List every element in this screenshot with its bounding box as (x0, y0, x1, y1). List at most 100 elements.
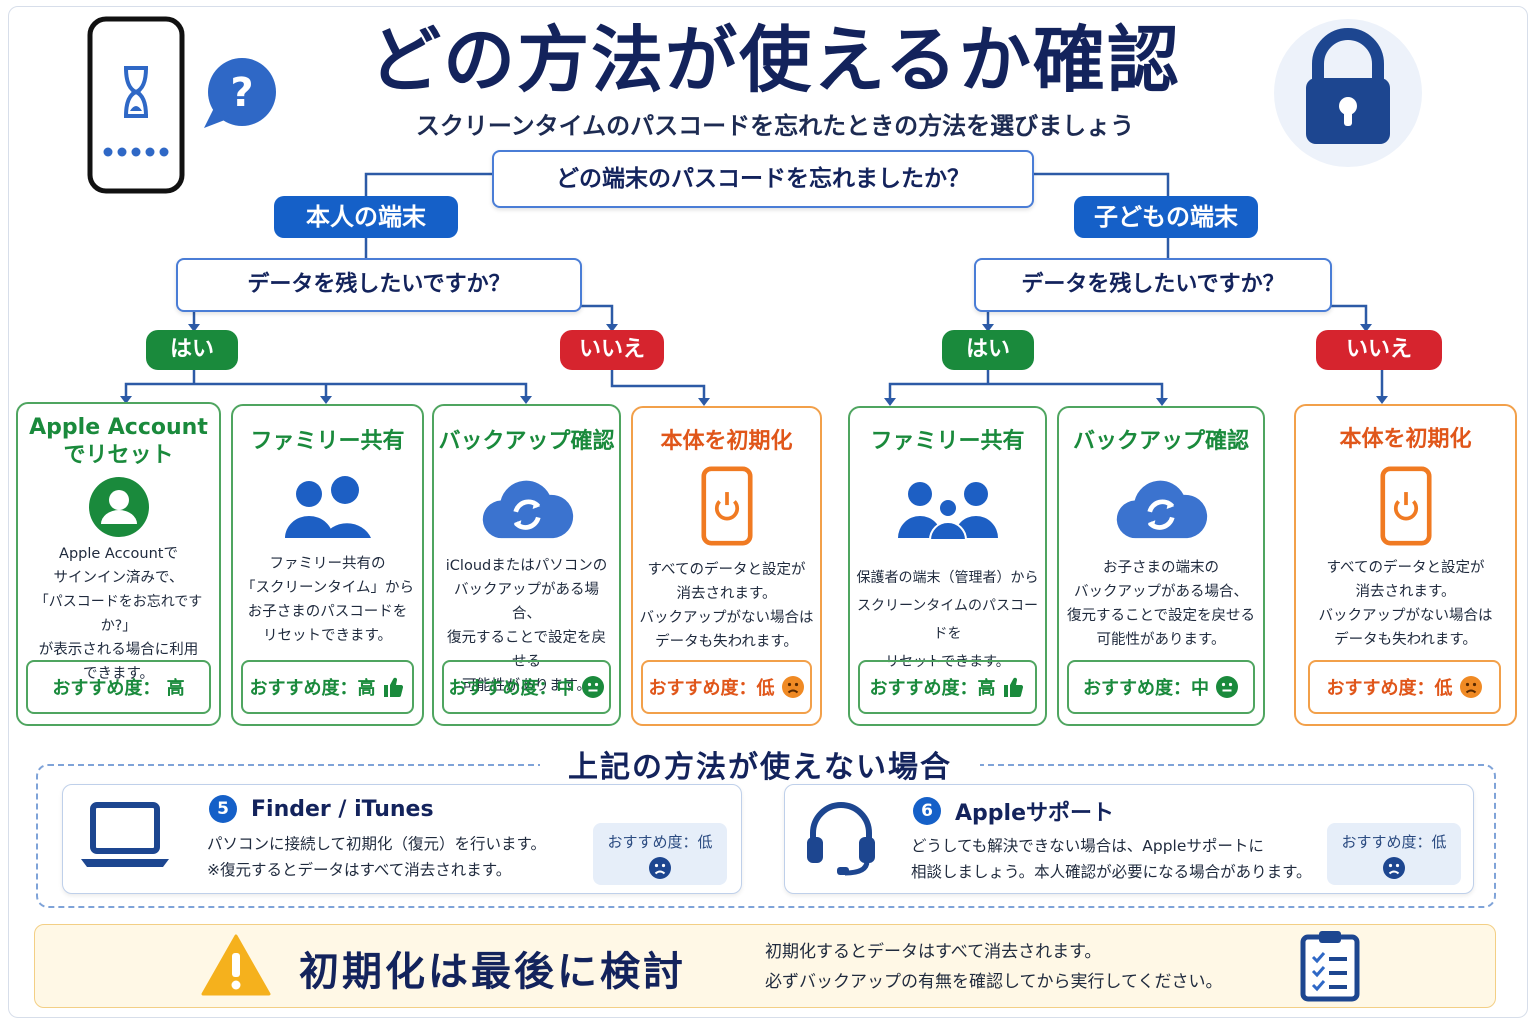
recommendation-text: おすすめ度：低 (648, 678, 775, 699)
method-card-backup[interactable]: バックアップ確認 iCloudまたはパソコンの バックアップがある場合、 復元す… (432, 404, 621, 726)
child-data-question: データを残したいですか？ (974, 258, 1332, 312)
recommendation-text: おすすめ度：中 (448, 678, 575, 699)
family-icon (233, 476, 422, 540)
card-desc-line: データも失われます。 (1334, 632, 1477, 648)
step-number-badge: 6 (913, 797, 941, 825)
family-three-icon (850, 478, 1045, 540)
flowchart-connectors (120, 172, 1388, 406)
card-desc-line: リセットできます。 (262, 628, 393, 644)
fallback-item-title: Finder / iTunes (251, 796, 434, 822)
recommendation-badge: おすすめ度：高 (241, 660, 414, 714)
page-title: どの方法が使えるか確認 (369, 18, 1181, 102)
step-number-badge: 5 (209, 795, 237, 823)
warning-desc-line: 必ずバックアップの有無を確認してから実行してください。 (765, 972, 1223, 992)
card-desc-line: 「パスコードをお忘れですか?」 (34, 594, 203, 634)
recommendation-badge: おすすめ度：低 (641, 660, 812, 714)
method-card-factory-reset[interactable]: 本体を初期化 すべてのデータと設定が 消去されます。 バックアップがない場合は … (631, 406, 822, 726)
self-no-pill: いいえ (560, 330, 664, 370)
warning-banner: 初期化は最後に検討 初期化するとデータはすべて消去されます。 必ずバックアップの… (34, 924, 1496, 1008)
card-desc-line: ファミリー共有の (269, 556, 386, 572)
fallback-item-desc-line: ※復元するとデータはすべて消去されます。 (207, 861, 512, 879)
method-card-factory-reset-child[interactable]: 本体を初期化 すべてのデータと設定が 消去されます。 バックアップがない場合は … (1294, 404, 1517, 726)
recommendation-badge: おすすめ度： 高 (26, 660, 211, 714)
card-desc-line: お子さまのパスコードを (247, 604, 408, 620)
self-yes-pill: はい (146, 330, 238, 370)
svg-text:?: ? (230, 70, 253, 116)
card-desc-line: Apple Accountで (59, 546, 178, 562)
fallback-item-desc-line: どうしても解決できない場合は、Appleサポートに (911, 837, 1264, 855)
card-desc-line: サインイン済みで、 (53, 570, 184, 586)
recommendation-text: おすすめ度： 高 (52, 678, 185, 699)
recommendation-badge: おすすめ度：中 (1067, 660, 1255, 714)
card-desc-line: すべてのデータと設定が (647, 562, 806, 578)
thumbs-up-icon (382, 675, 406, 699)
method-card-backup-child[interactable]: バックアップ確認 お子さまの端末の バックアップがある場合、 復元することで設定… (1057, 406, 1265, 726)
child-yes-pill: はい (942, 330, 1034, 370)
lock-icon (1272, 18, 1424, 172)
self-data-question: データを残したいですか？ (176, 258, 582, 312)
headset-icon (803, 797, 879, 881)
person-icon (18, 476, 219, 538)
card-desc-line: リセットできます。 (885, 654, 1010, 670)
card-desc-line: 可能性があります。 (461, 678, 592, 694)
recommendation-badge: おすすめ度：低 (1308, 660, 1501, 714)
card-desc-line: バックアップがない場合は (1318, 608, 1493, 624)
checklist-icon (1297, 929, 1363, 1007)
card-title-line: でリセット (63, 443, 174, 468)
fallback-title: 上記の方法が使えない場合 (540, 742, 980, 786)
warning-desc-line: 初期化するとデータはすべて消去されます。 (765, 942, 1102, 962)
card-title-line: Apple Account (29, 415, 208, 440)
warning-title: 初期化は最後に検討 (299, 949, 686, 995)
branch-child-label: 子どもの端末 (1074, 196, 1258, 238)
sad-face-icon (781, 675, 805, 699)
sad-face-icon (648, 856, 672, 880)
recommendation-text: おすすめ度：中 (1083, 678, 1209, 699)
recommendation-badge: おすすめ度：中 (442, 660, 611, 714)
card-desc-line: iCloudまたはパソコンの (445, 558, 608, 574)
card-desc-line: できます。 (82, 666, 155, 682)
recommendation-text: おすすめ度：低 (1326, 678, 1453, 699)
card-desc-line: バックアップがある場合、 (454, 582, 599, 622)
cloud-sync-icon (1059, 476, 1263, 542)
fallback-recommendation: おすすめ度：低 (593, 823, 727, 885)
card-title-line: バックアップ確認 (1072, 429, 1249, 454)
neutral-face-icon (581, 675, 605, 699)
fallback-item-title: Appleサポート (955, 801, 1114, 826)
recommendation-text: おすすめ度：高 (869, 678, 996, 699)
card-desc-line: 復元することで設定を戻せる (446, 630, 607, 670)
card-desc-line: バックアップがない場合は (639, 610, 814, 626)
card-desc-line: 可能性があります。 (1096, 632, 1226, 648)
fallback-recommendation-text: おすすめ度：低 (1341, 833, 1447, 851)
card-title-line: 本体を初期化 (660, 429, 793, 454)
fallback-item-desc-line: 相談しましょう。本人確認が必要になる場合があります。 (911, 863, 1312, 881)
fallback-card-finder[interactable]: 5 Finder / iTunes パソコンに接続して初期化（復元）を行います。… (62, 784, 742, 894)
card-desc-line: バックアップがある場合、 (1074, 584, 1248, 600)
warning-triangle-icon (201, 933, 271, 1001)
thumbs-up-icon (1002, 675, 1026, 699)
card-desc-line: すべてのデータと設定が (1326, 560, 1485, 576)
branch-self-label: 本人の端末 (274, 196, 458, 238)
sad-face-icon (1382, 856, 1406, 880)
card-desc-line: データも失われます。 (655, 634, 798, 650)
card-title-line: 本体を初期化 (1339, 427, 1472, 452)
phone-hourglass-icon (86, 16, 186, 200)
card-desc-line: が表示される場合に利用 (38, 642, 199, 658)
child-no-pill: いいえ (1316, 330, 1442, 370)
question-bubble-icon: ? (200, 56, 280, 136)
method-card-family-sharing[interactable]: ファミリー共有 ファミリー共有の 「スクリーンタイム」から お子さまのパスコード… (231, 404, 424, 726)
root-question: どの端末のパスコードを忘れましたか？ (492, 150, 1034, 208)
card-desc-line: スクリーンタイムのパスコードを (856, 598, 1039, 642)
phone-reset-icon (1296, 466, 1515, 546)
fallback-item-desc-line: パソコンに接続して初期化（復元）を行います。 (207, 835, 546, 853)
card-desc-line: 保護者の端末（管理者）から (856, 570, 1039, 586)
fallback-card-apple-support[interactable]: 6 Appleサポート どうしても解決できない場合は、Appleサポートに 相談… (784, 784, 1474, 894)
laptop-icon (77, 801, 173, 875)
method-card-family-sharing-child[interactable]: ファミリー共有 保護者の端末（管理者）から スクリーンタイムのパスコードを リセ… (848, 406, 1047, 726)
fallback-recommendation-text: おすすめ度：低 (607, 833, 713, 851)
phone-reset-icon (633, 466, 820, 546)
method-card-apple-account[interactable]: Apple Account でリセット Apple Accountで サインイン… (16, 402, 221, 726)
recommendation-text: おすすめ度：高 (249, 678, 376, 699)
cloud-sync-icon (434, 476, 619, 542)
recommendation-badge: おすすめ度：高 (858, 660, 1037, 714)
card-desc-line: 「スクリーンタイム」から (241, 580, 414, 596)
